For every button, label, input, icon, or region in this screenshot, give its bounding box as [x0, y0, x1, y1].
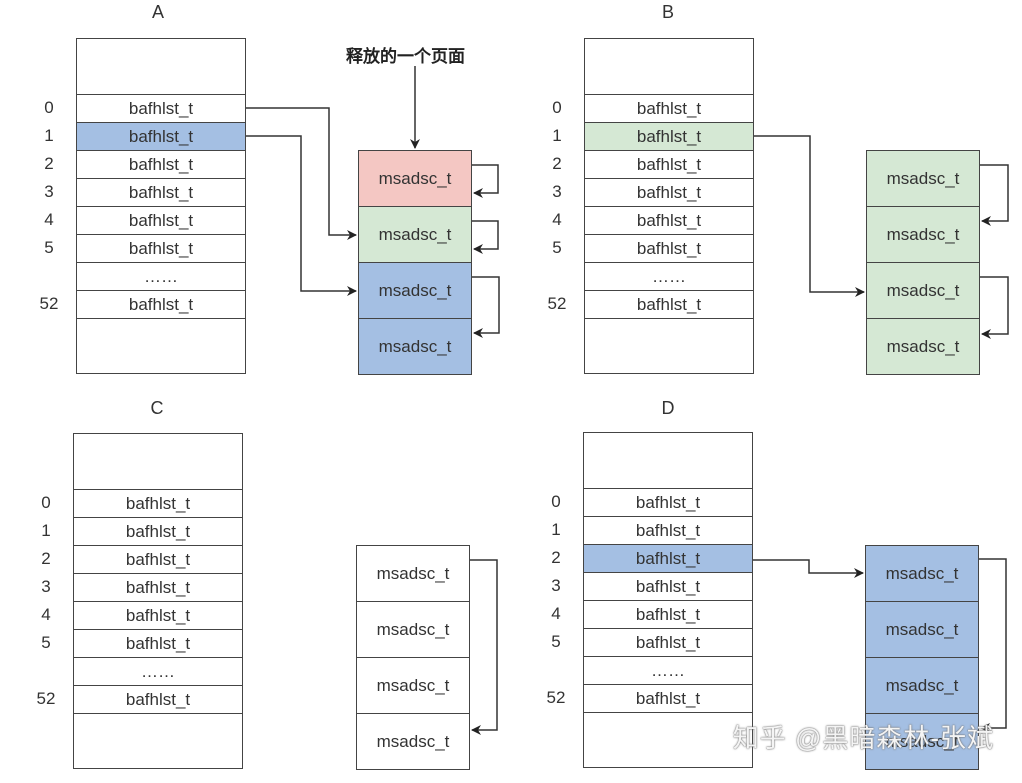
ellipsis-row: ……	[74, 656, 242, 685]
self-link-arrow	[472, 164, 499, 198]
link-row1-to-page	[246, 135, 357, 296]
freed-page-annotation: 释放的一个页面	[346, 47, 465, 66]
bafhlst-row: bafhlst_t	[585, 233, 753, 262]
row-index: 4	[41, 605, 51, 624]
bafhlst-row: bafhlst_t	[585, 205, 753, 234]
ellipsis-row: ……	[584, 655, 752, 684]
link-row0-to-page	[246, 107, 357, 240]
panel-title: C	[150, 398, 164, 418]
self-link-arrow	[472, 220, 499, 254]
msadsc-page: msadsc_t	[865, 713, 979, 770]
row-index: 3	[44, 182, 54, 201]
row-index: 1	[41, 521, 51, 540]
row-index: 52	[546, 688, 566, 707]
msadsc-page: msadsc_t	[356, 601, 470, 658]
bafhlst-row: bafhlst_t	[77, 289, 245, 319]
last-link-arrow	[979, 558, 1007, 733]
bafhlst-row: bafhlst_t	[584, 627, 752, 656]
row-index: 0	[551, 492, 561, 511]
bafhlst-row: bafhlst_t	[584, 515, 752, 544]
row-index: 3	[41, 577, 51, 596]
row-index: 0	[41, 493, 51, 512]
msadsc-page: msadsc_t	[866, 262, 980, 319]
row-index: 4	[44, 210, 54, 229]
bafhlst-row: bafhlst_t	[585, 289, 753, 319]
bafhlst-row: bafhlst_t	[77, 205, 245, 234]
next-link-arrow	[980, 276, 1009, 339]
bafhlst-row: bafhlst_t	[74, 628, 242, 657]
msadsc-page: msadsc_t	[866, 150, 980, 207]
bafhlst-row: bafhlst_t	[74, 684, 242, 714]
bafhlst-row: bafhlst_t	[584, 487, 752, 516]
msadsc-page: msadsc_t	[866, 206, 980, 263]
row-index: 5	[44, 238, 54, 257]
row-index: 2	[552, 154, 562, 173]
msadsc-page: msadsc_t	[865, 657, 979, 714]
watermark: 知乎 @黑暗森林-张斌	[732, 723, 994, 753]
row-index: 0	[552, 98, 562, 117]
row-index: 5	[551, 632, 561, 651]
row-index: 5	[41, 633, 51, 652]
msadsc-page: msadsc_t	[356, 545, 470, 602]
bafhlst-row: bafhlst_t	[584, 571, 752, 600]
bafhlst-row: bafhlst_t	[74, 572, 242, 601]
link-row2-to-page	[753, 559, 864, 578]
bafhlst-row: bafhlst_t	[74, 544, 242, 573]
msadsc-page: msadsc_t	[358, 318, 472, 375]
bafhlst-row: bafhlst_t	[585, 93, 753, 122]
ellipsis-row: ……	[77, 261, 245, 290]
row-index: 1	[44, 126, 54, 145]
row-index: 5	[552, 238, 562, 257]
row-index: 1	[551, 520, 561, 539]
row-index: 0	[44, 98, 54, 117]
bafhlst-row: bafhlst_t	[77, 149, 245, 178]
row-index: 4	[552, 210, 562, 229]
msadsc-page: msadsc_t	[358, 150, 472, 207]
row-index: 52	[36, 689, 56, 708]
row-index: 52	[547, 294, 567, 313]
bafhlst-row: bafhlst_t	[77, 121, 245, 150]
panel-title: A	[151, 2, 164, 22]
row-index: 2	[44, 154, 54, 173]
row-index: 4	[551, 604, 561, 623]
row-index: 2	[551, 548, 561, 567]
bafhlst-row: bafhlst_t	[585, 121, 753, 150]
panel-title: B	[661, 2, 674, 22]
msadsc-page: msadsc_t	[356, 713, 470, 770]
bafhlst-row: bafhlst_t	[74, 488, 242, 517]
next-link-arrow	[472, 276, 500, 338]
bafhlst-row: bafhlst_t	[74, 516, 242, 545]
bafhlst-row: bafhlst_t	[77, 177, 245, 206]
row-index: 2	[41, 549, 51, 568]
msadsc-page: msadsc_t	[865, 601, 979, 658]
row-index: 3	[551, 576, 561, 595]
bafhlst-row: bafhlst_t	[77, 233, 245, 262]
bafhlst-row: bafhlst_t	[585, 177, 753, 206]
bafhlst-row: bafhlst_t	[584, 683, 752, 713]
bafhlst-row: bafhlst_t	[584, 599, 752, 628]
row-index: 3	[552, 182, 562, 201]
bafhlst-row: bafhlst_t	[77, 93, 245, 122]
msadsc-page: msadsc_t	[866, 318, 980, 375]
next-link-arrow	[980, 164, 1009, 226]
bafhlst-row: bafhlst_t	[585, 149, 753, 178]
link-row1-to-page	[754, 135, 865, 297]
row-index: 1	[552, 126, 562, 145]
msadsc-page: msadsc_t	[358, 262, 472, 319]
bafhlst-row: bafhlst_t	[584, 543, 752, 572]
last-link-arrow	[470, 559, 498, 735]
panel-title: D	[661, 398, 675, 418]
ellipsis-row: ……	[585, 261, 753, 290]
msadsc-page: msadsc_t	[358, 206, 472, 263]
row-index: 52	[39, 294, 59, 313]
bafhlst-row: bafhlst_t	[74, 600, 242, 629]
